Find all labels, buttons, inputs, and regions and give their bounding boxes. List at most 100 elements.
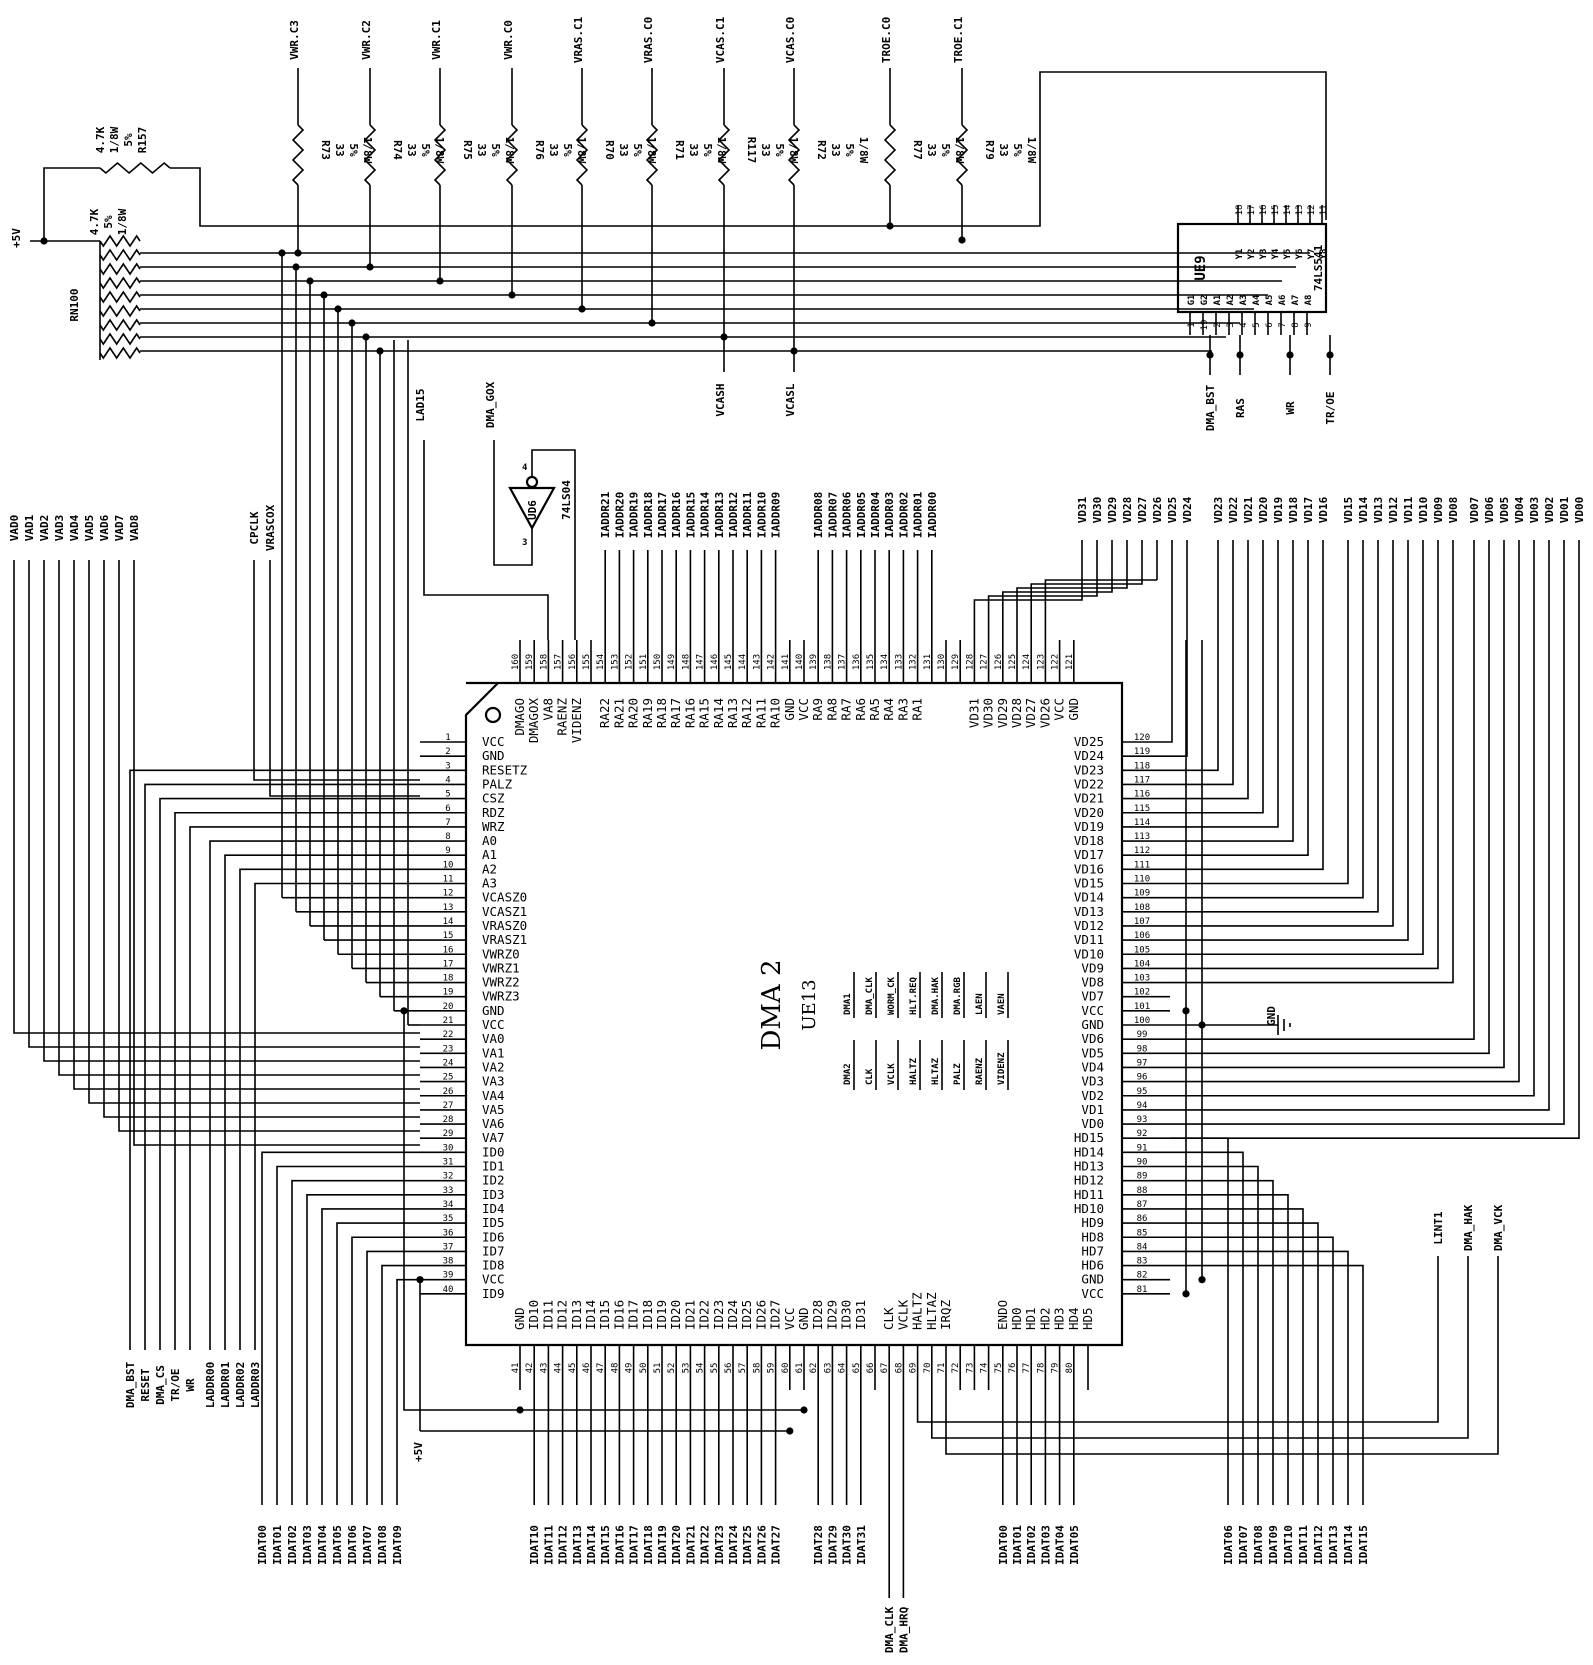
top-pin-number: 157 <box>554 654 564 670</box>
bottom-pin-name: ID26 <box>753 1300 768 1330</box>
buffer-a-num: 2 <box>1213 322 1223 327</box>
vd-route <box>1170 560 1219 772</box>
left-pin-name: VA3 <box>482 1074 505 1089</box>
series-net-label: VCAS.C0 <box>784 17 797 63</box>
top-pin-name: RA12 <box>739 698 754 728</box>
top-pin-name: RA6 <box>853 698 868 721</box>
bottom-pin-number: 64 <box>838 1363 848 1374</box>
idat-e-wire <box>1170 1236 1334 1505</box>
idat-e-wire <box>1170 1137 1229 1505</box>
rn100-element <box>99 262 141 276</box>
top-pin-number: 140 <box>795 654 805 670</box>
idat-e-wire <box>1170 1179 1274 1505</box>
vad-label: VAD8 <box>128 515 141 542</box>
right-ctrl-label: DMA_VCK <box>1492 1204 1505 1251</box>
top-pin-number: 160 <box>511 654 521 670</box>
right-pin-name: HD7 <box>1081 1243 1104 1258</box>
iaddr-hi-label: IADDR16 <box>670 491 683 538</box>
r157-tol: 5% <box>122 133 135 147</box>
top-pin-name: DMAGOX <box>526 698 541 744</box>
iaddr-hi-label: IADDR12 <box>727 492 740 538</box>
left-pin-number: 30 <box>443 1143 454 1153</box>
right-pin-name: VD2 <box>1081 1088 1104 1103</box>
vd-label: VD12 <box>1387 497 1400 524</box>
top-pin-number: 146 <box>710 654 720 670</box>
right-pin-name: VD15 <box>1074 876 1104 891</box>
top-pin-number: 142 <box>767 654 777 670</box>
vd-label: VD30 <box>1091 497 1104 524</box>
ctrl-label: DMA_CS <box>154 1365 167 1405</box>
left-pin-name: VCC <box>482 1017 505 1032</box>
top-pin-number: 126 <box>994 654 1004 670</box>
series-net-label: TROE.C1 <box>952 16 965 63</box>
left-pin-name: VCASZ0 <box>482 890 527 905</box>
legend-right: DMA.HAK <box>931 976 941 1015</box>
vd-route <box>1170 580 1294 842</box>
inverter-ref: UD6 <box>526 500 539 520</box>
vd-route <box>1170 584 1565 1125</box>
idat-e-wire <box>1170 1222 1319 1505</box>
idat-e-wire <box>1170 1165 1259 1505</box>
iaddr-lo-label: IADDR04 <box>869 491 882 538</box>
bottom-pin-name: ID27 <box>768 1300 783 1330</box>
right-pin-name: VD18 <box>1074 833 1104 848</box>
bottom-pin-name: ID25 <box>739 1300 754 1330</box>
vad-label: VAD4 <box>68 514 81 541</box>
right-pin-number: 110 <box>1134 875 1150 885</box>
top-pin-number: 136 <box>852 654 862 670</box>
left-pin-name: WRZ <box>482 819 505 834</box>
top-pin-number: 127 <box>980 654 990 670</box>
iaddr-hi-label: IADDR11 <box>741 491 754 538</box>
right-pin-name: VD0 <box>1081 1116 1104 1131</box>
top-pin-number: 148 <box>681 654 691 670</box>
buffer-y-name: Y4 <box>1271 248 1281 259</box>
left-pin-number: 37 <box>443 1242 454 1252</box>
iaddr-hi-label: IADDR17 <box>656 492 669 538</box>
right-pin-number: 81 <box>1137 1285 1148 1295</box>
series-ohms: 33 <box>925 143 938 156</box>
idat-b-label: IDAT17 <box>628 1525 641 1565</box>
idat-b-label: IDAT18 <box>642 1525 655 1565</box>
idat-c-label: IDAT29 <box>826 1525 839 1565</box>
bottom-pin-name: CLK <box>881 1307 896 1330</box>
right-pin-name: VD4 <box>1081 1059 1104 1074</box>
component-layer <box>99 124 969 360</box>
ctrl-wire <box>159 797 420 1350</box>
left-pin-name: VA7 <box>482 1130 505 1145</box>
inverter-out-wire <box>493 440 533 566</box>
legend-right: LAEN <box>975 993 985 1015</box>
top-pin-number: 122 <box>1051 654 1061 670</box>
bottom-pin-number: 62 <box>809 1363 819 1374</box>
iaddr-hi-label: IADDR20 <box>613 492 626 538</box>
idat-b-label: IDAT21 <box>684 1525 697 1565</box>
top-pin-name: RA7 <box>839 698 854 721</box>
series-ref: R76 <box>533 140 546 160</box>
junction-dot <box>1326 351 1334 359</box>
series-ref: R72 <box>815 140 828 160</box>
idat-b-label: IDAT20 <box>670 1525 683 1565</box>
series-ref: R75 <box>461 140 474 160</box>
left-pin-name: VRASZ1 <box>482 932 527 947</box>
r157-power: 1/8W <box>108 126 121 153</box>
iaddr-lo-label: IADDR03 <box>883 492 896 538</box>
idat-b-label: IDAT10 <box>528 1525 541 1565</box>
right-pin-number: 96 <box>1137 1073 1148 1083</box>
series-ref: R71 <box>673 140 686 160</box>
right-pin-name: HD9 <box>1081 1215 1104 1230</box>
ue9-buffer-body <box>1176 222 1328 314</box>
vcasl-label: VCASL <box>784 383 797 416</box>
vad-wire <box>103 560 420 1118</box>
left-pin-name: VWRZ0 <box>482 946 520 961</box>
left-pin-name: VA4 <box>482 1088 505 1103</box>
left-pin-name: ID0 <box>482 1144 505 1159</box>
idat-b-label: IDAT26 <box>755 1525 768 1565</box>
bottom-pin-number: 71 <box>937 1363 947 1374</box>
buffer-y-num: 16 <box>1259 205 1269 216</box>
idat-d-label: IDAT01 <box>1011 1525 1024 1565</box>
bottom-pin-name: HD2 <box>1037 1307 1052 1330</box>
series-ref: R73 <box>319 140 332 160</box>
right-pin-number: 94 <box>1137 1101 1148 1111</box>
top-pin-name: RA11 <box>753 698 768 728</box>
series-ohms: 33 <box>475 143 488 156</box>
gnd-label: GND <box>1265 1006 1278 1026</box>
